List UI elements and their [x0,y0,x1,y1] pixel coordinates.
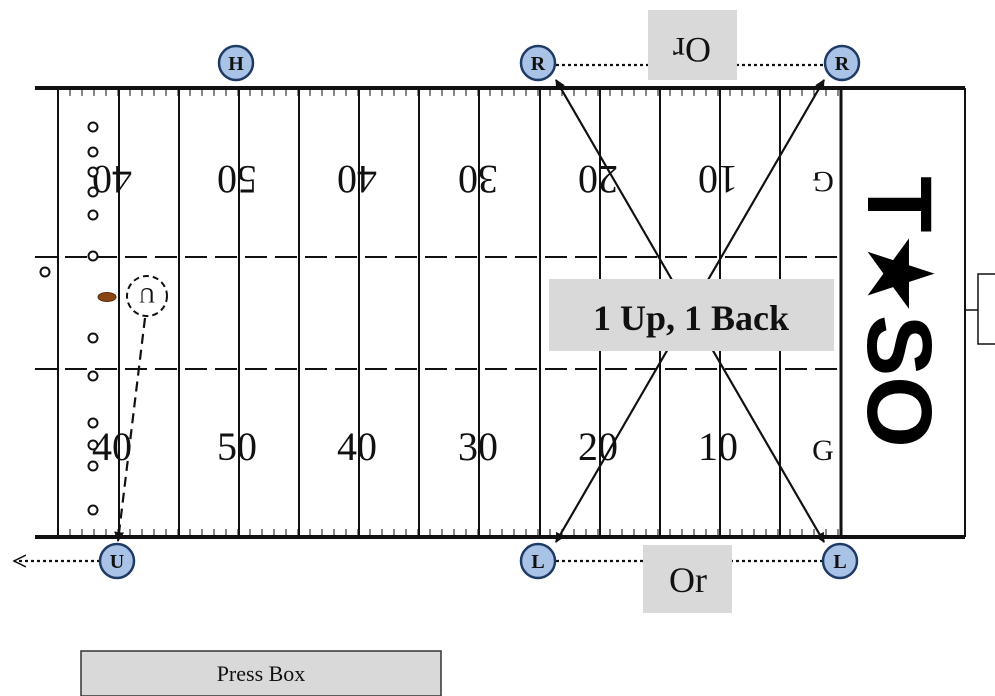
official-H: H [217,44,255,82]
callout-box [549,279,834,351]
official-H-label: H [228,53,244,75]
press-box-label: Press Box [217,661,306,686]
umpire-start-label: U [139,283,155,308]
player-dot [87,166,99,178]
player-dot [87,370,99,382]
player-dot [39,266,51,278]
yard-number-bottom: 50 [217,424,257,469]
yard-number-bottom: 30 [458,424,498,469]
yard-number-top: 50 [217,157,257,202]
players [39,121,99,516]
yard-number-top: G [812,165,834,198]
official-R-right-label: R [835,53,850,75]
umpire-path [114,317,147,542]
player-dot [87,439,99,451]
officials: H R R U L L [98,44,861,580]
official-L-left-circle [519,542,557,580]
player-dot [87,250,99,262]
endzone-logo: T★SO [848,176,950,448]
football [97,292,117,302]
official-R-right-circle [823,44,861,82]
player-dot [87,121,99,133]
press-box: Press Box [80,650,442,696]
yard-number-top: 10 [698,157,738,202]
or-label-top-box [648,10,737,80]
bottom-yard-numbers: 40 50 40 30 20 10 G [92,424,834,469]
logo-text: T★SO [848,176,950,448]
official-L-right-circle [821,542,859,580]
player-dot [87,332,99,344]
player-dot [87,504,99,516]
player-dot [87,186,99,198]
official-U-bottom: U [98,542,136,580]
official-U-bottom-label: U [110,551,124,573]
or-label-bottom-text: Or [669,560,707,600]
official-L-left-label: L [531,551,544,573]
top-yard-numbers: 40 50 40 30 20 10 G [92,157,834,202]
official-R-right: R [823,44,861,82]
official-L-right-label: L [833,551,846,573]
umpire-start-circle [126,275,168,317]
yard-number-bottom: G [812,434,834,467]
official-R-left: R [519,44,557,82]
yard-number-bottom: 40 [337,424,377,469]
player-dot [87,146,99,158]
official-R-left-circle [519,44,557,82]
yard-number-bottom: 40 [92,424,132,469]
player-dot [87,417,99,429]
official-H-circle [217,44,255,82]
official-L-left: L [519,542,557,580]
player-dot [87,460,99,472]
official-L-right: L [821,542,859,580]
player-dot [87,209,99,221]
or-label-bottom: Or [643,545,732,613]
callout: 1 Up, 1 Back [549,279,834,351]
official-U-bottom-circle [98,542,136,580]
yard-number-top: 40 [92,157,132,202]
or-label-top-text: Or [673,30,711,70]
yard-number-top: 40 [337,157,377,202]
edge-tab [977,273,995,345]
yard-number-top: 20 [578,157,618,202]
hash-marks [35,88,841,537]
or-label-bottom-box [643,545,732,613]
press-box-rect [80,650,442,696]
official-R-left-label: R [531,53,546,75]
yard-number-top: 30 [458,157,498,202]
callout-text: 1 Up, 1 Back [593,298,789,338]
or-label-top: Or [648,10,737,80]
yard-number-bottom: 10 [698,424,738,469]
umpire-start: U [126,275,168,317]
